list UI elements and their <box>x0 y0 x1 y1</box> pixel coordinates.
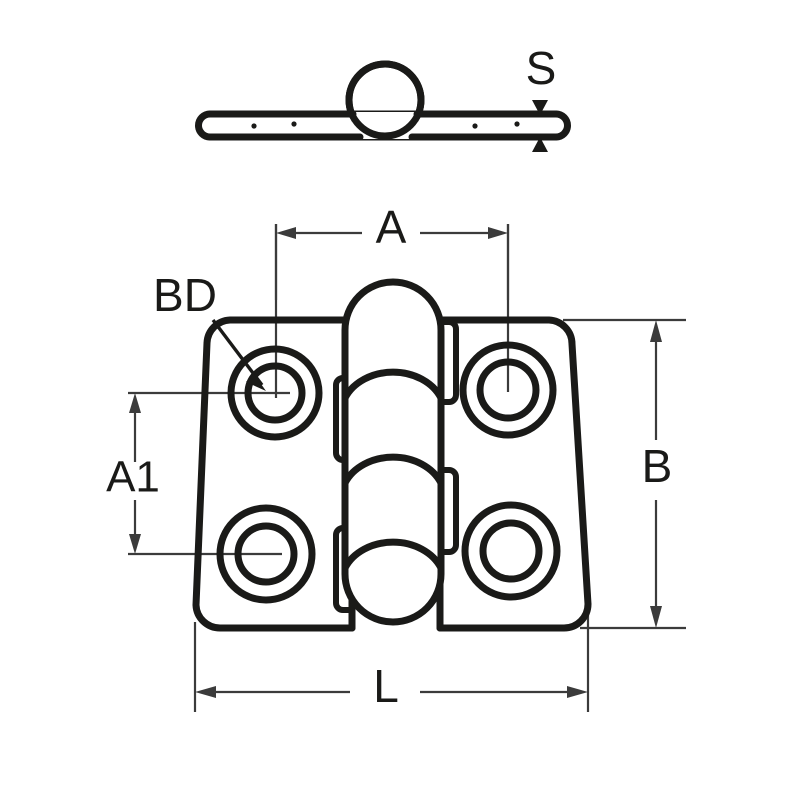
fixing-hole-top-left <box>227 345 323 441</box>
arrowhead-B-bottom <box>650 606 662 628</box>
top-view-countersink-marks <box>251 121 520 129</box>
dimension-BD-label: BD <box>153 269 217 321</box>
left-leaf-outline <box>192 316 356 632</box>
arrowhead-A-left <box>276 227 296 239</box>
knuckle-segment-arc-1 <box>341 368 445 402</box>
top-view-group: S <box>195 42 571 152</box>
knuckle-segment-arc-2 <box>341 453 445 487</box>
dimension-L-label: L <box>373 660 399 712</box>
dimension-BD: BD <box>153 269 266 391</box>
dimension-L: L <box>195 660 588 712</box>
dimension-A1-label: A1 <box>106 453 160 502</box>
dimension-B: B <box>642 320 673 628</box>
right-leaf-outline <box>436 316 592 632</box>
knuckle-segment-arc-3 <box>341 538 445 572</box>
left-leaf-tab-upper <box>333 375 355 463</box>
arrowhead-A-right <box>488 227 508 239</box>
fixing-hole-bottom-left <box>216 504 316 604</box>
right-leaf-tab-upper <box>437 319 459 405</box>
left-leaf-tab-lower <box>333 525 355 613</box>
arrowhead-L-right <box>567 686 588 698</box>
dimension-A-label: A <box>376 201 407 253</box>
arrowhead-BD <box>246 374 266 391</box>
dimension-B-label: B <box>642 440 673 492</box>
dimension-A: A <box>274 201 510 300</box>
front-view-group <box>192 278 592 632</box>
leaderline-BD <box>211 318 264 387</box>
top-view-knuckle-circle-redraw <box>345 60 425 140</box>
arrowhead-B-top <box>650 320 662 342</box>
fixing-hole-top-right <box>459 341 557 439</box>
arrowhead-L-left <box>195 686 216 698</box>
dimension-A1: A1 <box>106 393 160 554</box>
fixing-hole-bottom-right <box>461 501 561 601</box>
knuckle-barrel-outline <box>341 278 445 626</box>
dimension-S: S <box>526 42 557 152</box>
arrowhead-A1-bottom <box>129 534 141 554</box>
dimension-S-label: S <box>526 42 557 94</box>
arrowhead-A1-top <box>129 393 141 413</box>
knuckle-body-fill <box>345 282 441 622</box>
right-leaf-tab-lower <box>437 467 459 555</box>
